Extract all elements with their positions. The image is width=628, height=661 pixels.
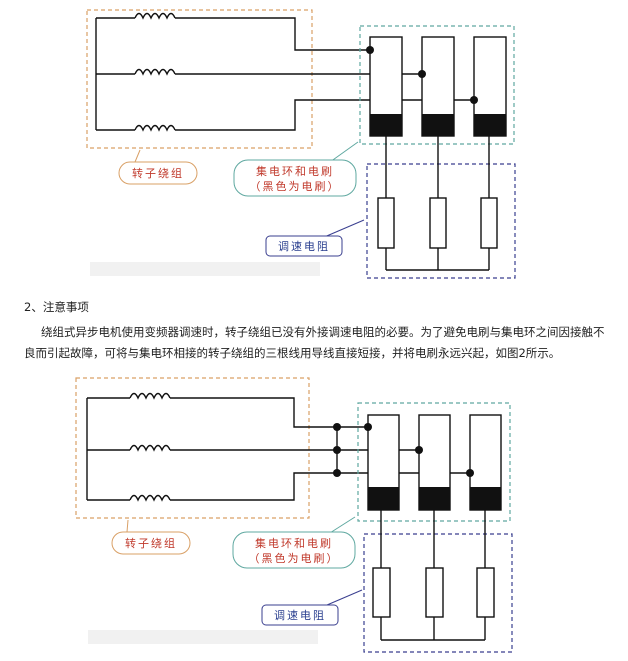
resistor-box — [363, 533, 513, 653]
callout-rotor-winding: 转子绕组 — [118, 149, 198, 185]
slip-ring-label-line2: （黑色为电刷） — [249, 551, 340, 565]
resistor-3 — [480, 197, 498, 249]
resistor-3 — [476, 567, 495, 618]
brush-1 — [370, 114, 402, 136]
callout-slip-ring: 集电环和电刷 （黑色为电刷） — [233, 141, 359, 197]
slip-rings — [369, 36, 507, 137]
resistor-label: 调速电阻 — [274, 609, 326, 622]
watermark — [90, 262, 320, 276]
section-heading: 2、注意事项 — [24, 300, 89, 314]
brush-2 — [419, 487, 450, 510]
rotor-winding-label: 转子绕组 — [132, 166, 184, 180]
callout-slip-ring: 集电环和电刷 （黑色为电刷） — [232, 516, 356, 569]
callout-resistor: 调速电阻 — [261, 589, 363, 626]
rotor-winding-circuit — [95, 12, 474, 132]
figure-2-slip-ring-shorted: 转子绕组 集电环和电刷 （黑色为电刷） 调速电阻 — [75, 377, 513, 653]
resistor-1 — [372, 567, 391, 618]
resistor-2 — [429, 197, 447, 249]
slip-ring-box — [359, 25, 515, 145]
brush-2 — [422, 114, 454, 136]
resistor-2 — [425, 567, 444, 618]
rotor-winding-box — [86, 9, 313, 149]
junction-dots — [333, 423, 474, 477]
brush-3 — [474, 114, 506, 136]
rotor-winding-label: 转子绕组 — [125, 536, 177, 550]
rotor-winding-box — [75, 377, 310, 519]
resistor-1 — [377, 197, 395, 249]
slip-ring-label-line2: （黑色为电刷） — [250, 179, 341, 193]
resistor-box — [366, 163, 516, 279]
resistor-circuit — [377, 136, 498, 271]
callout-rotor-winding: 转子绕组 — [111, 519, 191, 555]
resistor-circuit — [372, 510, 495, 641]
watermark — [88, 630, 318, 644]
callout-resistor: 调速电阻 — [265, 219, 365, 257]
brush-3 — [470, 487, 501, 510]
brush-1 — [368, 487, 399, 510]
section-paragraph: 绕组式异步电机使用变频器调速时，转子绕组已没有外接调速电阻的必要。为了避免电刷与… — [24, 325, 605, 360]
junction-dots — [366, 46, 478, 104]
slip-rings — [367, 414, 502, 511]
slip-ring-label-line1: 集电环和电刷 — [255, 536, 333, 550]
rotor-winding-circuit — [86, 392, 470, 502]
figure-1-slip-ring-with-resistors: 转子绕组 集电环和电刷 （黑色为电刷） 调速电阻 — [86, 9, 516, 279]
resistor-label: 调速电阻 — [278, 240, 330, 253]
slip-ring-label-line1: 集电环和电刷 — [256, 164, 334, 178]
